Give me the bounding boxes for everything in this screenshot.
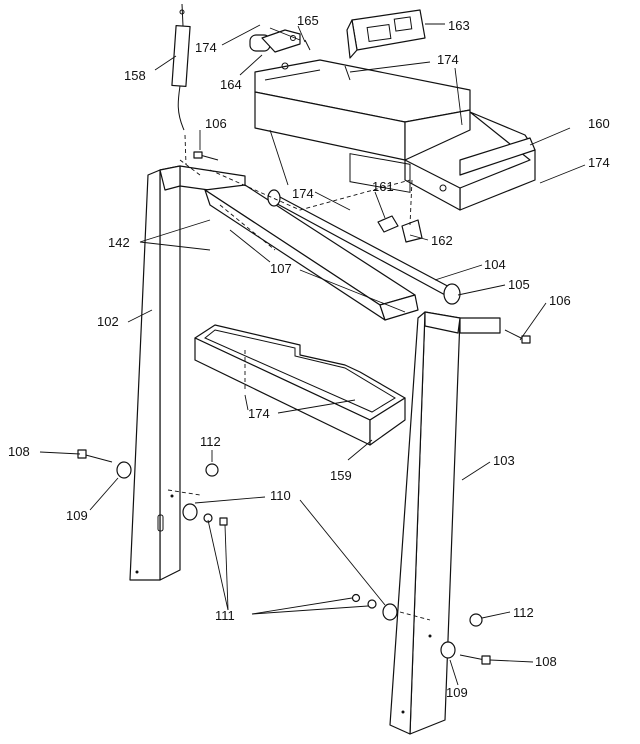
callout-160: 160	[588, 116, 610, 131]
pulse-grip-cable	[171, 3, 191, 166]
callout-174-tray: 174	[248, 406, 270, 421]
console-housing	[254, 59, 536, 211]
callout-104: 104	[484, 257, 506, 272]
accessory-tray	[194, 324, 406, 446]
callout-110: 110	[270, 488, 291, 503]
callout-111: 111	[215, 608, 235, 623]
callout-103: 103	[493, 453, 515, 468]
callout-142: 142	[108, 235, 130, 250]
callout-165: 165	[297, 13, 319, 28]
callout-174-top: 174	[195, 40, 217, 55]
callout-163: 163	[448, 18, 470, 33]
crossbar	[204, 184, 461, 321]
alignment-lines	[167, 159, 431, 621]
callout-174-mid: 174	[292, 186, 314, 201]
callout-174-right: 174	[588, 155, 610, 170]
callout-102: 102	[97, 314, 119, 329]
callout-labels: 158 174 165 163 164 174 106 160 174 174 …	[8, 13, 610, 700]
callout-109-left: 109	[66, 508, 88, 523]
callout-161: 161	[372, 179, 394, 194]
callout-159: 159	[330, 468, 352, 483]
sensor-assembly	[249, 29, 311, 53]
display-unit	[346, 9, 426, 59]
callout-164: 164	[220, 77, 242, 92]
callout-162: 162	[431, 233, 453, 248]
callout-106-top: 106	[205, 116, 227, 131]
callout-107: 107	[270, 261, 292, 276]
callout-158: 158	[124, 68, 146, 83]
leader-lines	[39, 23, 586, 686]
callout-174-console: 174	[437, 52, 459, 67]
callout-108-right: 108	[535, 654, 557, 669]
right-upright	[389, 311, 501, 735]
callout-106-right: 106	[549, 293, 571, 308]
callout-108-left: 108	[8, 444, 30, 459]
callout-112-right: 112	[513, 605, 534, 620]
callout-112-left: 112	[200, 434, 221, 449]
callout-109-right: 109	[446, 685, 468, 700]
callout-105: 105	[508, 277, 530, 292]
